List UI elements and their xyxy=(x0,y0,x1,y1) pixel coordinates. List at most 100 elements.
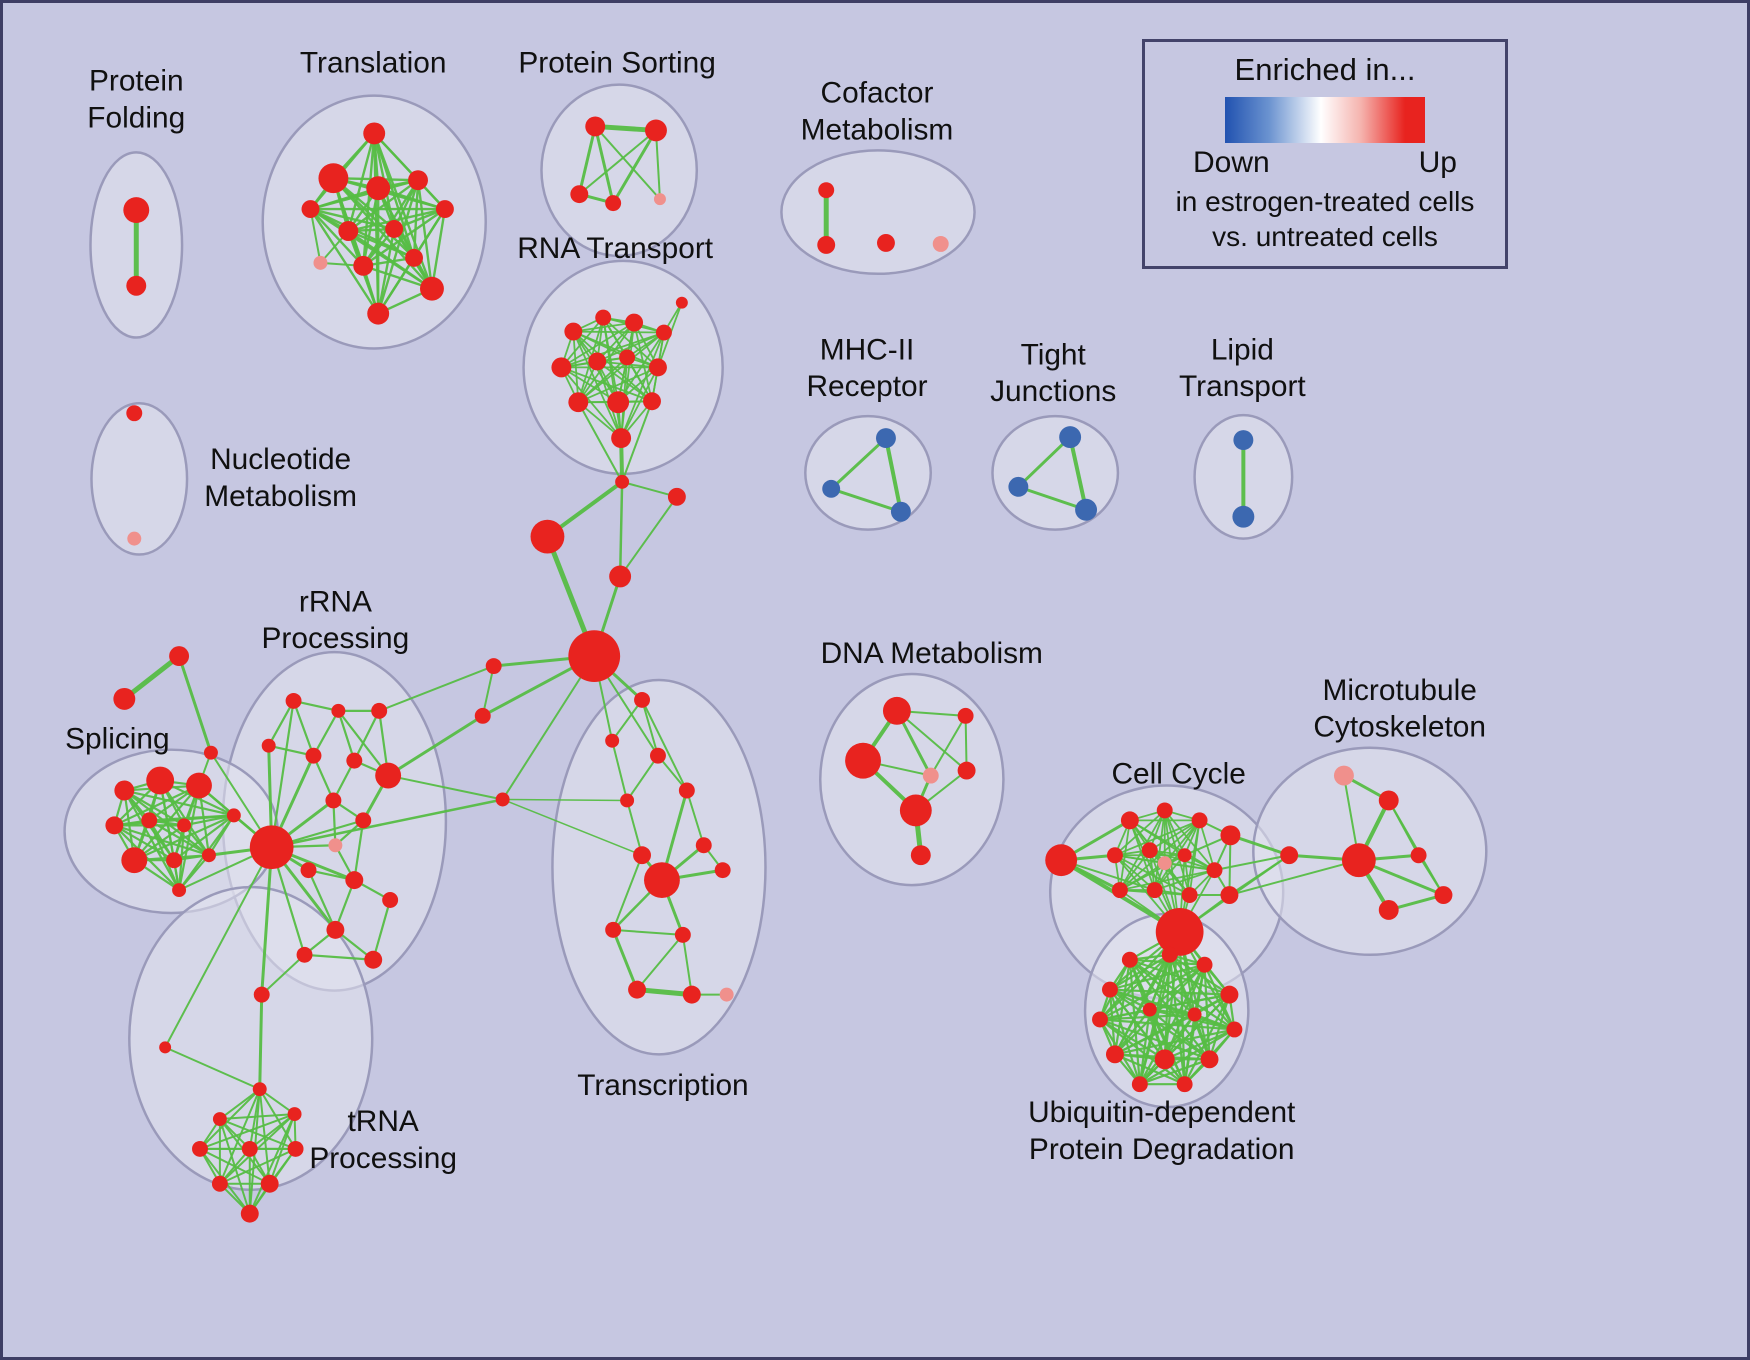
gene-set-node-up xyxy=(645,119,667,142)
gene-set-node-down xyxy=(1232,505,1255,528)
gene-set-node-up xyxy=(628,980,647,999)
gene-set-node-down xyxy=(1233,430,1254,451)
gene-set-node-up xyxy=(1176,1076,1193,1093)
gene-set-node-up xyxy=(1220,886,1239,905)
edge xyxy=(602,316,623,439)
gene-set-node-up xyxy=(253,986,270,1003)
edge xyxy=(560,321,635,369)
edge xyxy=(572,321,635,333)
cluster-ellipse-dna-metabolism xyxy=(818,672,1005,887)
edge xyxy=(258,993,264,1091)
edge xyxy=(1168,953,1186,1086)
edge xyxy=(1119,862,1166,891)
gene-set-node-up xyxy=(644,862,680,899)
edge xyxy=(267,699,295,747)
gene-set-node-up xyxy=(607,391,630,414)
gene-set-node-up xyxy=(261,738,276,753)
gene-set-node-up xyxy=(405,248,424,267)
edge xyxy=(362,264,434,290)
edge xyxy=(148,819,181,892)
edge xyxy=(634,987,695,998)
gene-set-node-up xyxy=(619,349,636,366)
gene-set-node-up xyxy=(287,1140,304,1157)
gene-set-node-up xyxy=(1154,1049,1175,1070)
edge xyxy=(353,709,381,762)
edge xyxy=(577,356,628,404)
edge xyxy=(1113,1053,1186,1086)
edge xyxy=(309,207,380,315)
edge xyxy=(1113,963,1206,1056)
gene-set-node-up xyxy=(159,1041,172,1054)
gene-set-node-down xyxy=(1008,476,1029,497)
gene-set-node-up xyxy=(1121,951,1138,968)
gene-set-node-up xyxy=(296,946,313,963)
gene-set-node-up xyxy=(605,921,622,938)
edge xyxy=(1183,993,1231,1086)
gene-set-node-up xyxy=(252,1082,267,1097)
edge xyxy=(218,1147,297,1185)
gene-set-node-up xyxy=(313,255,328,270)
cluster-label-cell-cycle: Cell Cycle xyxy=(1111,758,1245,791)
edge xyxy=(1114,809,1166,857)
edge xyxy=(654,129,661,201)
gene-set-node-up xyxy=(355,812,372,829)
edge xyxy=(173,814,235,862)
gene-set-node-down xyxy=(822,479,841,498)
gene-set-node-up xyxy=(363,122,386,145)
edge xyxy=(1148,819,1201,852)
edge xyxy=(481,665,495,717)
gene-set-node-up xyxy=(1157,856,1172,871)
cluster-label-protein-sorting: Protein Sorting xyxy=(518,47,716,80)
edge xyxy=(218,1088,261,1121)
gene-set-node-up xyxy=(318,163,349,194)
gene-set-node-up xyxy=(1280,846,1299,865)
edge xyxy=(164,846,273,1049)
gene-set-node-up xyxy=(653,193,666,206)
edge xyxy=(1113,1008,1151,1056)
cluster-label-translation: Translation xyxy=(300,47,447,80)
edge xyxy=(332,177,416,260)
edge xyxy=(1148,1008,1186,1086)
gene-set-node-up xyxy=(1106,847,1123,864)
edge xyxy=(1016,485,1088,512)
gene-set-node-up xyxy=(1146,882,1163,899)
edge xyxy=(626,799,644,857)
edge xyxy=(1163,862,1216,872)
gene-set-node-up xyxy=(249,825,294,870)
edge xyxy=(312,709,340,757)
gene-set-node-up xyxy=(633,846,651,865)
gene-set-node-down xyxy=(1075,498,1098,521)
edge xyxy=(626,754,659,802)
cluster-label-splicing: Splicing xyxy=(65,723,170,756)
gene-set-node-up xyxy=(620,793,635,808)
edge xyxy=(1108,953,1171,991)
gene-set-node-up xyxy=(1092,1011,1108,1028)
gene-set-node-up xyxy=(385,220,404,238)
gene-set-node-up xyxy=(1220,985,1239,1004)
cluster-ellipse-protein-sorting xyxy=(540,83,699,258)
edge xyxy=(218,1113,296,1121)
gene-set-node-up xyxy=(1045,844,1078,877)
legend-endpoints: Down Up xyxy=(1193,146,1457,180)
edge xyxy=(387,774,504,801)
edge xyxy=(164,1046,261,1091)
edge xyxy=(177,654,213,755)
gene-set-node-up xyxy=(818,182,835,199)
edge xyxy=(270,699,295,849)
gene-set-node-up xyxy=(595,309,612,326)
edge xyxy=(177,784,201,892)
edge xyxy=(309,208,322,264)
gene-set-node-up xyxy=(1410,847,1427,864)
edge xyxy=(1113,1028,1236,1056)
edge xyxy=(353,819,365,882)
gene-set-node-up xyxy=(957,707,974,724)
gene-set-node-up xyxy=(105,816,124,835)
edge xyxy=(386,714,485,778)
edge xyxy=(309,207,365,268)
gene-set-node-up xyxy=(611,428,632,449)
edge xyxy=(148,819,211,857)
